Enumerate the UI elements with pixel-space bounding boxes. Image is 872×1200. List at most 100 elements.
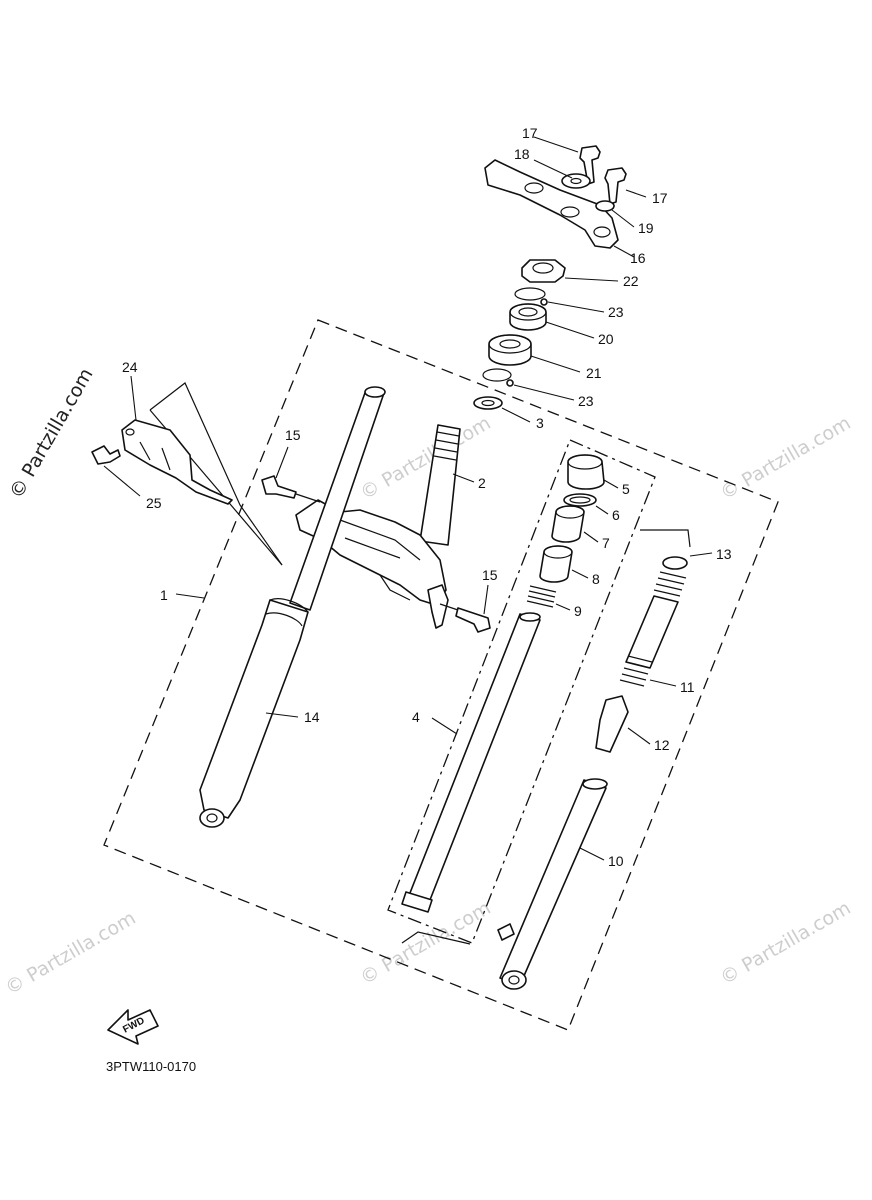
under-bracket-detail xyxy=(339,519,421,601)
callout-7: 7 xyxy=(602,535,610,551)
right-axle-hole xyxy=(508,975,520,985)
watermark: © Partzilla.com xyxy=(2,907,140,999)
left-outer-tube xyxy=(199,599,309,819)
leader-6 xyxy=(595,505,609,515)
callouts: 17 18 17 19 16 22 23 20 21 23 3 2 5 6 7 … xyxy=(122,125,732,869)
handlebar-holder-group xyxy=(484,145,627,249)
left-inner-tube-top xyxy=(364,386,386,398)
leader-24 xyxy=(130,375,137,421)
outer-tube-10-top xyxy=(582,778,608,790)
callout-11: 11 xyxy=(680,679,695,695)
callout-2: 2 xyxy=(478,475,486,491)
callout-19: 19 xyxy=(638,220,654,236)
pinch-bolt-right xyxy=(455,607,491,633)
callout-16: 16 xyxy=(630,250,646,266)
holder-hole xyxy=(593,226,611,238)
callout-8: 8 xyxy=(592,571,600,587)
outer-tube-10 xyxy=(499,779,607,986)
callout-3: 3 xyxy=(536,415,544,431)
callout-20: 20 xyxy=(598,331,614,347)
bracket-rib xyxy=(139,441,171,471)
ring-nut xyxy=(521,259,566,283)
leader-17a xyxy=(533,136,579,153)
inner-tube-4-bottom xyxy=(401,891,433,913)
cap-13 xyxy=(662,556,688,570)
leader-4 xyxy=(431,717,458,735)
inner-tube-assembly-outline xyxy=(387,439,656,944)
callout-23: 23 xyxy=(578,393,594,409)
stem-threads xyxy=(433,431,460,461)
oil-seal-top xyxy=(567,454,603,470)
leader-18 xyxy=(533,159,573,179)
leader-20 xyxy=(545,321,595,339)
leader-5 xyxy=(603,479,619,489)
leader-9 xyxy=(555,603,571,611)
bracket-bolt xyxy=(91,445,121,465)
callout-6: 6 xyxy=(612,507,620,523)
dust-seal-hole xyxy=(481,399,495,407)
callout-25: 25 xyxy=(146,495,162,511)
leader-10 xyxy=(579,847,605,861)
spring-9 xyxy=(526,585,557,608)
callout-14: 14 xyxy=(304,709,320,725)
pinch-bolt-left xyxy=(261,475,297,499)
leader-15a xyxy=(275,446,289,479)
leader-7 xyxy=(583,531,599,543)
left-outer-tube-seal xyxy=(265,598,309,627)
leader-lines xyxy=(103,136,713,861)
leader-13 xyxy=(689,552,713,557)
callout-1: 1 xyxy=(160,587,168,603)
taper-spindle xyxy=(595,695,629,753)
ball-race-ring-upper xyxy=(514,287,546,301)
fork-assembly-outline xyxy=(103,319,779,1031)
callout-21: 21 xyxy=(586,365,602,381)
callout-12: 12 xyxy=(654,737,670,753)
leader-2 xyxy=(452,473,475,483)
watermark-left: © Partzilla.com xyxy=(5,365,97,503)
leader-8 xyxy=(571,569,589,579)
inner-tube-bracket xyxy=(401,931,471,945)
inner-tube-4 xyxy=(407,613,541,906)
watermark: © Partzilla.com xyxy=(357,412,495,504)
right-axle-eye xyxy=(501,970,527,990)
callout-4: 4 xyxy=(412,709,420,725)
leader-15b xyxy=(483,584,489,615)
handlebar-holder xyxy=(484,159,619,249)
left-axle-eye xyxy=(199,808,225,828)
callout-24: 24 xyxy=(122,359,138,375)
ball-upper xyxy=(540,298,548,306)
leader-14 xyxy=(265,712,299,718)
circlip-inner xyxy=(569,496,591,504)
circlip xyxy=(563,493,597,507)
ball-race-ring-lower xyxy=(482,368,512,382)
callout-10: 10 xyxy=(608,853,624,869)
assembly-outlines xyxy=(103,319,779,1031)
holder-hole xyxy=(524,182,544,194)
washer-7 xyxy=(551,505,585,543)
leader-12 xyxy=(627,727,651,745)
leader-11 xyxy=(649,679,677,687)
washer-7-top xyxy=(555,505,585,519)
drawing-code: 3PTW110-0170 xyxy=(106,1059,196,1074)
holder-hole xyxy=(560,206,580,218)
watermark: © Partzilla.com xyxy=(717,897,855,989)
bearing-race-upper-hole xyxy=(518,307,538,317)
bearing-race-lower-top xyxy=(488,334,532,354)
drain-boss xyxy=(497,923,515,941)
callout-15: 15 xyxy=(482,567,498,583)
callout-22: 22 xyxy=(623,273,639,289)
steering-stem xyxy=(419,424,461,546)
leader-23a xyxy=(547,301,605,313)
brace-guide-lines xyxy=(149,382,283,566)
washer-upper xyxy=(561,173,591,189)
lock-washer xyxy=(595,200,615,212)
slide-metal xyxy=(539,545,573,583)
watermark: © Partzilla.com xyxy=(717,412,855,504)
callout-17: 17 xyxy=(522,125,538,141)
bolt-upper xyxy=(579,145,601,185)
bracket-group xyxy=(91,419,233,505)
callout-18: 18 xyxy=(514,146,530,162)
leader-22 xyxy=(564,277,619,282)
callout-9: 9 xyxy=(574,603,582,619)
leader-1 xyxy=(175,593,205,599)
